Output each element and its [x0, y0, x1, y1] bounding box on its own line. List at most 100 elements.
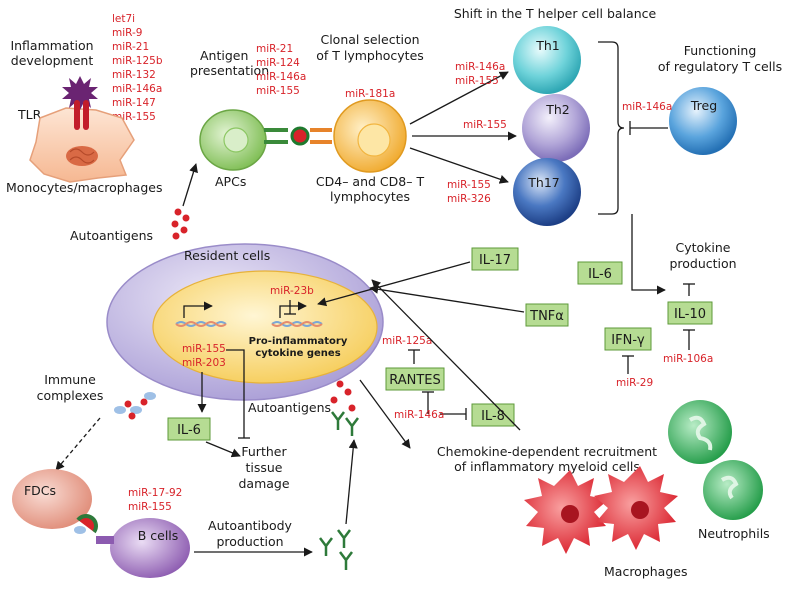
tissue-damage-label: Further tissue damage [238, 444, 289, 491]
antibody-to-autoantigen-arrow [345, 439, 358, 525]
synapse-icon [264, 126, 332, 146]
svg-text:Clonal selection: Clonal selection [320, 32, 419, 47]
macrophages-label: Macrophages [604, 564, 687, 579]
treg-mirna: miR-146a [622, 101, 672, 113]
il6-right-box: IL-6 [577, 261, 623, 285]
svg-text:FDCs: FDCs [24, 483, 56, 498]
immune-complexes-label: Immune complexes [37, 372, 104, 403]
cd4-cd8-label: CD4– and CD8– T lymphocytes [316, 174, 425, 204]
resident-cell [106, 243, 384, 401]
neutrophils-label: Neutrophils [698, 526, 770, 541]
svg-text:of inflammatory myeloid cells: of inflammatory myeloid cells [454, 459, 640, 474]
t-lymphocyte-cell [333, 99, 407, 173]
svg-text:miR-9: miR-9 [112, 27, 143, 39]
svg-text:miR-203: miR-203 [182, 357, 226, 369]
svg-text:Cytokine: Cytokine [676, 240, 731, 255]
svg-text:Functioning: Functioning [684, 43, 757, 58]
monocyte-cell [29, 107, 135, 183]
svg-text:lymphocytes: lymphocytes [330, 189, 410, 204]
gene-mirna: miR-155 miR-203 [182, 343, 226, 369]
svg-text:Th1: Th1 [535, 38, 560, 53]
svg-text:IL-17: IL-17 [479, 253, 511, 268]
th17-mirna: miR-155 miR-326 [447, 179, 491, 205]
rantes-to-il8 [422, 391, 467, 420]
svg-text:damage: damage [238, 476, 289, 491]
autoantigen-to-apc-arrow [182, 163, 198, 207]
svg-text:miR-124: miR-124 [256, 57, 300, 69]
antigen-presentation-label: Antigen presentation [190, 48, 269, 78]
svg-text:cytokine genes: cytokine genes [255, 348, 340, 359]
svg-text:Antigen: Antigen [200, 48, 248, 63]
tnfa-arrow [369, 284, 525, 313]
svg-text:miR-155: miR-155 [182, 343, 226, 355]
chemokine-label: Chemokine-dependent recruitment of infla… [437, 444, 657, 474]
resident-mirna: miR-23b [270, 285, 314, 297]
mir23b-inhibit [284, 300, 296, 315]
autoantigens-mid-label: Autoantigens [248, 400, 331, 415]
svg-text:miR-155: miR-155 [455, 75, 499, 87]
svg-text:miR-155: miR-155 [256, 85, 300, 97]
tlr-mirna-list: let7i miR-9 miR-21 miR-125b miR-132 miR-… [112, 13, 163, 123]
svg-text:IL-10: IL-10 [674, 307, 706, 322]
svg-text:Immune: Immune [44, 372, 96, 387]
dna-strand-right [271, 301, 323, 327]
antibody-mid-icon [331, 411, 359, 436]
svg-text:miR-106a: miR-106a [663, 353, 713, 365]
tlr-receptor-icon [62, 76, 98, 130]
svg-text:miR-125b: miR-125b [112, 55, 163, 67]
rantes-inhibit [408, 349, 420, 364]
t-to-th1-arrow [409, 71, 509, 125]
resident-to-recruitment-arrow [359, 379, 411, 449]
svg-text:miR-147: miR-147 [112, 97, 156, 109]
functioning-label: Functioning of regulatory T cells [658, 43, 782, 74]
b-cell-mirna: miR-17-92 miR-155 [128, 487, 182, 513]
svg-text:miR-146a: miR-146a [112, 83, 162, 95]
fdc-b-synapse-icon [74, 514, 98, 534]
treg-inhibit-line [629, 121, 668, 135]
svg-text:miR-21: miR-21 [112, 41, 149, 53]
antibody-bottom-icon [319, 529, 353, 570]
svg-text:Treg: Treg [690, 98, 717, 113]
apc-cell [199, 109, 267, 171]
svg-text:miR-326: miR-326 [447, 193, 491, 205]
shift-label: Shift in the T helper cell balance [454, 6, 657, 21]
th2-mirna: miR-155 [463, 119, 507, 131]
monocyte-nucleus [66, 146, 98, 166]
recruitment-feedback-arrow [371, 279, 521, 431]
inflammation-label: Inflammation development [10, 38, 93, 68]
svg-text:complexes: complexes [37, 388, 104, 403]
macrophage-cell [524, 466, 678, 554]
dna-strand-left [175, 301, 227, 327]
svg-text:production: production [669, 256, 736, 271]
monocytes-label: Monocytes/macrophages [6, 180, 162, 195]
apcs-label: APCs [215, 174, 246, 189]
apc-mirna-list: miR-21 miR-124 miR-146a miR-155 [256, 43, 306, 97]
neutrophil-cell [668, 400, 763, 520]
tnfa-box: TNFα [525, 303, 569, 327]
svg-text:Th2: Th2 [545, 102, 570, 117]
il17-box: IL-17 [471, 247, 519, 271]
svg-text:production: production [216, 534, 283, 549]
svg-text:Chemokine-dependent recruitmen: Chemokine-dependent recruitment [437, 444, 657, 459]
proinflammatory-label: Pro-inflammatory cytokine genes [249, 336, 348, 359]
il10-box: IL-10 [667, 301, 713, 325]
svg-text:CD4– and CD8– T: CD4– and CD8– T [316, 174, 425, 189]
autoantibody-label: Autoantibody production [208, 518, 292, 549]
fdc-cell: FDCs [12, 469, 92, 529]
il10-mirna-inhibit: miR-106a [663, 329, 713, 365]
il17-arrow [317, 261, 471, 307]
il8-mirna: miR-146a [394, 409, 444, 421]
th-bracket [598, 41, 625, 215]
svg-text:tissue: tissue [245, 460, 282, 475]
ifng-mirna-inhibit: miR-29 [616, 355, 653, 389]
th2-cell: Th2 [522, 94, 590, 162]
svg-text:miR-155: miR-155 [447, 179, 491, 191]
mir-to-damage-inhibit [226, 349, 250, 439]
il6-left-box: IL-6 [167, 417, 211, 441]
svg-text:miR-29: miR-29 [616, 377, 653, 389]
treg-cell: Treg [669, 87, 737, 155]
il10-inhibit-line [683, 283, 695, 296]
svg-text:miR-146a: miR-146a [455, 61, 505, 73]
